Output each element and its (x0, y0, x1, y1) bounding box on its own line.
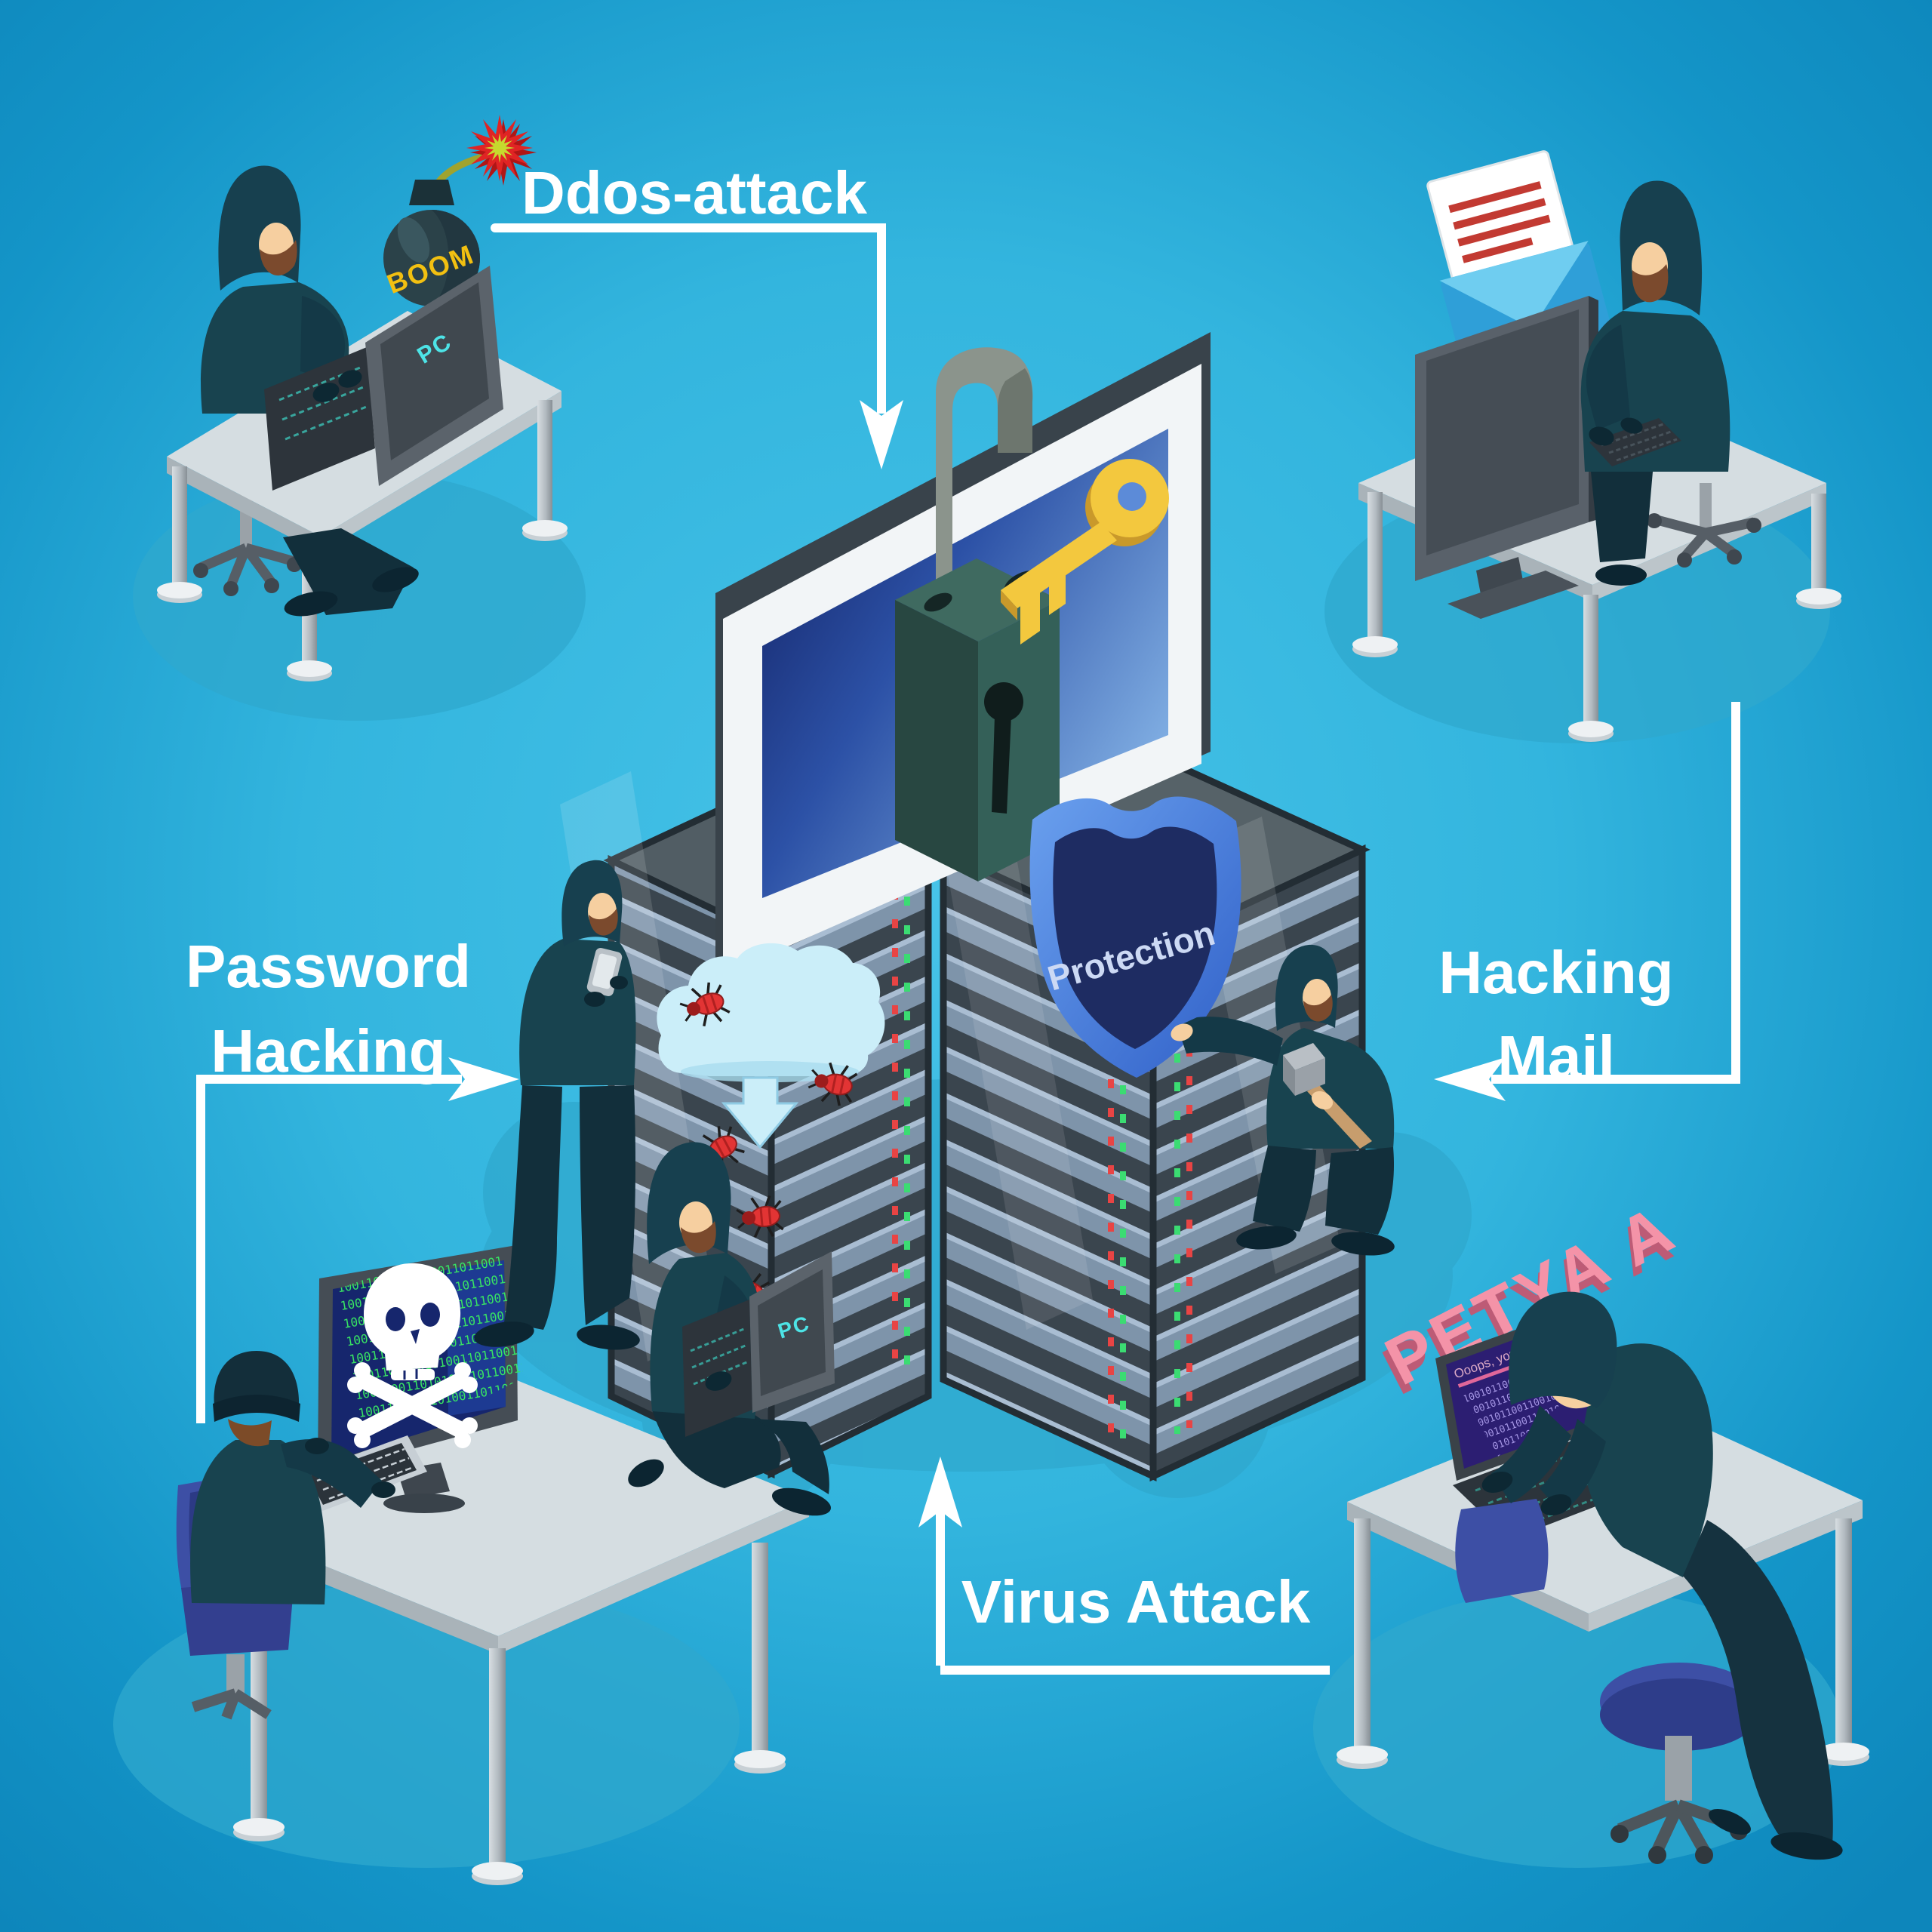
keyhole (984, 682, 1023, 721)
shoe (771, 1487, 832, 1516)
chair-icon (1647, 483, 1761, 568)
laptop-icon: PC (264, 266, 503, 491)
glove (1481, 1472, 1513, 1493)
scene-virus-attack: PETYA A PETYA A Ooops, your impotant fi … (1337, 1190, 1869, 1864)
laptop-icon: PC (682, 1251, 835, 1437)
skull-icon (347, 1263, 478, 1448)
hacker-standing-phone (474, 860, 640, 1350)
glove (305, 1438, 329, 1454)
monitor-icon: 100110011010100110110011001011001101 100… (318, 1238, 533, 1513)
annotation-layer: Ddos-attack Password Hacking Hacking Mai… (186, 159, 1740, 1675)
ddos-arrow (491, 223, 903, 469)
glove (1589, 426, 1614, 446)
beard (589, 909, 618, 936)
hacker-password (190, 1351, 395, 1604)
shadow-bottom-left (113, 1581, 740, 1868)
glove (705, 1371, 732, 1391)
monitor-icon (1415, 296, 1598, 619)
hacker-hammer (1171, 944, 1395, 1256)
legs (1683, 1520, 1833, 1844)
spark-icon (466, 115, 537, 186)
hacker-kneeling-laptop: PC (628, 1142, 835, 1516)
cloud-icon (657, 943, 885, 1149)
shoe (628, 1459, 664, 1487)
padlock-icon (895, 347, 1060, 881)
shoe (1770, 1832, 1843, 1860)
hand (1171, 1023, 1193, 1041)
glove (610, 976, 628, 989)
shadow-bottom-right (1313, 1589, 1841, 1868)
label-password-line2: Hacking (211, 1017, 445, 1084)
glove (371, 1481, 395, 1498)
scene-ddos-attack: BOOM PC (157, 115, 568, 681)
label-virus: Virus Attack (961, 1568, 1311, 1635)
label-ddos: Ddos-attack (521, 159, 867, 226)
virus-arrow (918, 1457, 1330, 1675)
scene-hacking-mail (1352, 150, 1841, 742)
shield-icon: Protection (1029, 796, 1241, 1078)
beard (681, 1221, 716, 1254)
beard (260, 240, 297, 276)
shoe (372, 567, 419, 592)
shoe (1331, 1232, 1395, 1256)
shoe (474, 1321, 534, 1347)
label-mail-line1: Hacking (1438, 939, 1673, 1006)
scene-password-hacking: 100110011010100110110011001011001101 100… (176, 1238, 809, 1885)
glove (312, 383, 340, 402)
bomb-icon: BOOM (383, 115, 537, 306)
hacker-mail (1580, 180, 1730, 586)
shoe (1709, 1808, 1751, 1835)
label-password-line1: Password (186, 933, 471, 1000)
shoe (1595, 565, 1647, 586)
glove (338, 370, 362, 388)
hand (1311, 1091, 1334, 1110)
beard (1303, 995, 1333, 1022)
shoe (1236, 1226, 1297, 1250)
hacker-virus (1481, 1291, 1843, 1860)
beard (1632, 264, 1669, 303)
hammer-icon (1283, 1043, 1372, 1149)
download-arrow (721, 1076, 799, 1149)
chair-icon (1455, 1499, 1758, 1864)
shoe (577, 1324, 640, 1350)
key-icon (1001, 459, 1169, 645)
chair-icon (193, 492, 302, 596)
scene-center-protection: PC Protection (474, 332, 1395, 1516)
hood (1509, 1291, 1617, 1408)
glove (584, 992, 605, 1007)
shoe (284, 591, 338, 617)
beanie (214, 1351, 300, 1408)
password-arrow (196, 1057, 519, 1423)
glove (1540, 1494, 1572, 1515)
hair (228, 1419, 272, 1447)
glove (1620, 417, 1643, 434)
mail-arrow (1434, 702, 1740, 1101)
